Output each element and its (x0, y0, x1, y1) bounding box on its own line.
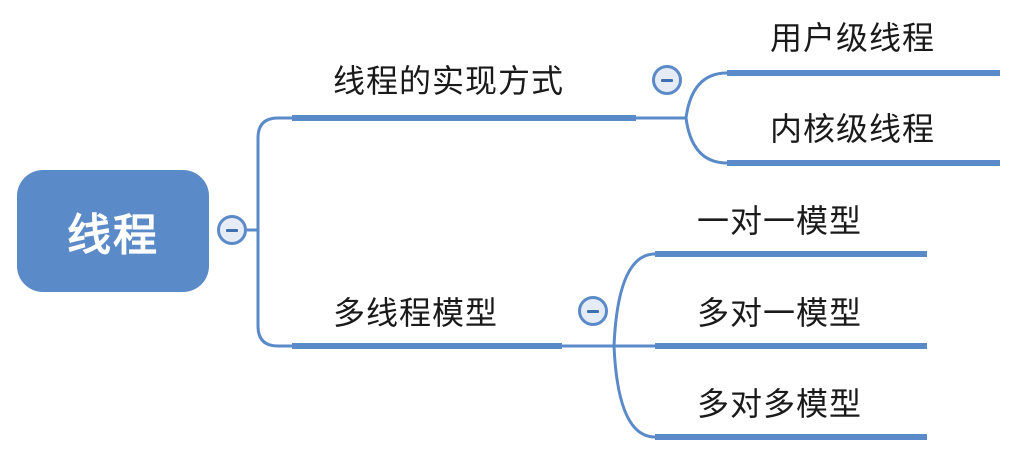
minus-circle-icon[interactable] (578, 296, 608, 326)
branch-underline-implementation (292, 115, 636, 121)
root-node[interactable]: 线程 (17, 170, 209, 292)
leaf-underline-many-to-many-model (655, 434, 927, 440)
minus-circle-icon[interactable] (217, 215, 247, 245)
root-node-label: 线程 (67, 210, 159, 261)
leaf-underline-one-to-one-model (655, 251, 927, 257)
leaf-label-many-to-many-model[interactable]: 多对多模型 (697, 385, 863, 423)
branch-label-implementation[interactable]: 线程的实现方式 (333, 62, 565, 100)
minus-circle-icon[interactable] (652, 65, 682, 95)
connector-to-kernel-level (684, 116, 729, 165)
leaf-label-kernel-level-thread[interactable]: 内核级线程 (770, 110, 936, 148)
leaf-label-many-to-one-model[interactable]: 多对一模型 (697, 294, 863, 332)
leaf-label-one-to-one-model[interactable]: 一对一模型 (697, 202, 863, 240)
connector-root-to-branch-1 (246, 116, 294, 232)
leaf-underline-user-level-thread (727, 70, 1000, 76)
branch-label-multithreading-models[interactable]: 多线程模型 (333, 294, 499, 332)
connector-to-user-level (684, 71, 729, 120)
leaf-label-user-level-thread[interactable]: 用户级线程 (770, 19, 936, 57)
connector-to-many-to-many (612, 344, 657, 439)
leaf-underline-many-to-one-model (655, 343, 927, 349)
connector-to-one-to-one (612, 252, 657, 348)
leaf-underline-kernel-level-thread (727, 160, 1000, 166)
connector-root-to-branch-2 (246, 228, 294, 348)
branch-underline-multithreading-models (292, 343, 562, 349)
